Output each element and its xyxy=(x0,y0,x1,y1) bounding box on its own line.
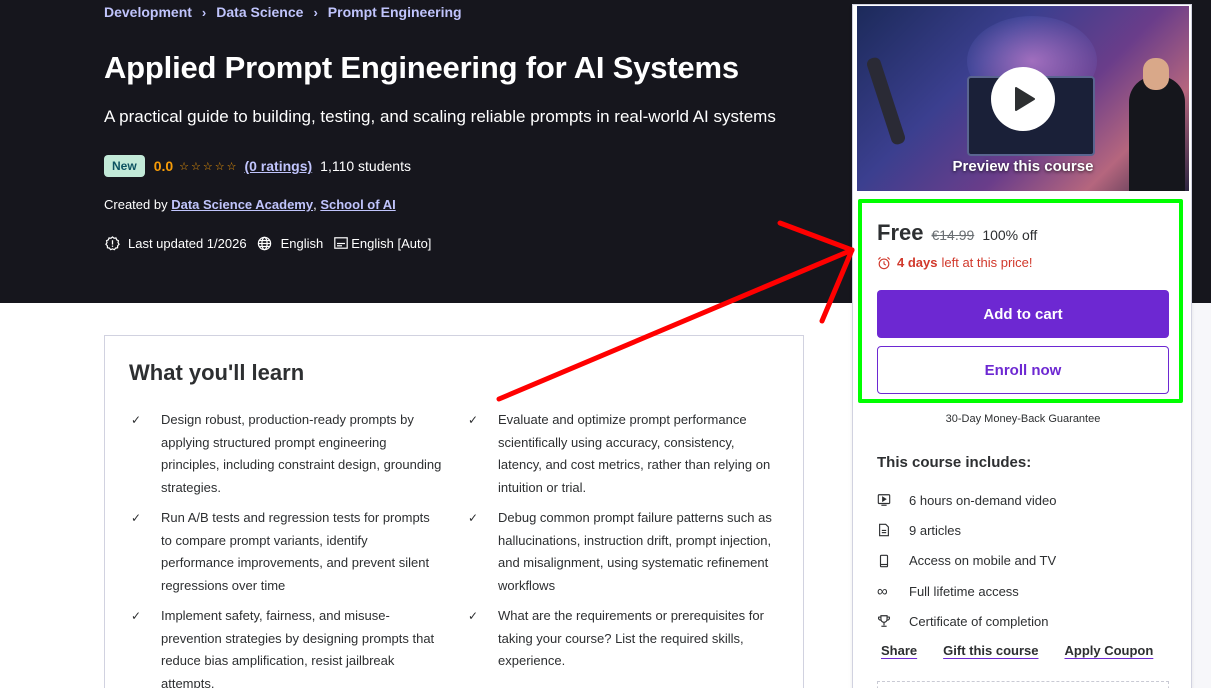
add-to-cart-button[interactable]: Add to cart xyxy=(877,290,1169,338)
learn-item-text: Run A/B tests and regression tests for p… xyxy=(161,510,430,593)
current-price: Free xyxy=(877,220,924,245)
alarm-clock-icon xyxy=(877,256,891,270)
separator: , xyxy=(313,197,317,212)
captions-icon xyxy=(333,235,349,251)
what-youll-learn: What you'll learn ✓ Design robust, produc… xyxy=(104,335,804,688)
checkmark-icon: ✓ xyxy=(131,413,142,427)
course-preview-video[interactable]: Preview this course xyxy=(857,6,1189,191)
learn-item: ✓ What are the requirements or prerequisi… xyxy=(466,605,779,688)
students-count: 1,110 students xyxy=(320,158,411,174)
instructor-link[interactable]: School of AI xyxy=(320,197,396,212)
original-price: €14.99 xyxy=(931,227,975,243)
includes-item-label: Full lifetime access xyxy=(909,583,1019,599)
breadcrumb-development[interactable]: Development xyxy=(104,4,192,20)
course-meta: Last updated 1/2026 English English [Aut… xyxy=(104,235,441,251)
includes-item-label: Certificate of completion xyxy=(909,613,1049,629)
trophy-icon xyxy=(877,614,909,628)
infinity-icon: ∞ xyxy=(877,582,888,600)
includes-item: 6 hours on-demand video xyxy=(877,485,1056,515)
includes-item-label: 6 hours on-demand video xyxy=(909,492,1057,508)
card-links: Share Gift this course Apply Coupon xyxy=(881,643,1179,658)
includes-item: Certificate of completion xyxy=(877,606,1056,636)
price-row: Free €14.99 100% off xyxy=(877,220,1037,246)
includes-item-label: 9 articles xyxy=(909,522,962,538)
ratings-link[interactable]: (0 ratings) xyxy=(244,158,313,174)
article-icon xyxy=(877,523,909,537)
coupon-box xyxy=(877,681,1169,688)
rating-row: New 0.0 ☆☆☆☆☆ (0 ratings) 1,110 students xyxy=(104,155,411,177)
star-rating-icon: ☆☆☆☆☆ xyxy=(179,160,239,173)
gift-course-link[interactable]: Gift this course xyxy=(943,643,1039,658)
created-by: Created by Data Science Academy, School … xyxy=(104,197,396,212)
alert-badge-icon xyxy=(104,235,120,251)
price-timer: 4 days left at this price! xyxy=(877,255,1033,270)
created-by-label: Created by xyxy=(104,197,168,212)
video-icon xyxy=(877,493,909,507)
mobile-icon xyxy=(877,554,909,568)
instructor-link[interactable]: Data Science Academy xyxy=(171,197,314,212)
course-language: English xyxy=(280,235,324,251)
preview-thumbnail-presenter xyxy=(1129,76,1185,191)
learn-item-text: What are the requirements or prerequisit… xyxy=(498,608,764,668)
checkmark-icon: ✓ xyxy=(468,609,479,623)
breadcrumb-data-science[interactable]: Data Science xyxy=(216,4,304,20)
checkmark-icon: ✓ xyxy=(468,511,479,525)
learn-item: ✓ Run A/B tests and regression tests for … xyxy=(129,507,442,597)
money-back-guarantee: 30-Day Money-Back Guarantee xyxy=(945,413,1101,425)
chevron-right-icon: › xyxy=(201,4,207,20)
checkmark-icon: ✓ xyxy=(468,413,479,427)
timer-days: 4 days xyxy=(897,255,938,270)
checkmark-icon: ✓ xyxy=(131,609,142,623)
enroll-now-button[interactable]: Enroll now xyxy=(877,346,1169,394)
includes-list: 6 hours on-demand video 9 articles Acces… xyxy=(877,485,1056,636)
breadcrumb: Development › Data Science › Prompt Engi… xyxy=(104,4,462,20)
learn-item-text: Evaluate and optimize prompt performance… xyxy=(498,412,771,495)
timer-text: left at this price! xyxy=(941,255,1033,270)
chevron-right-icon: › xyxy=(313,4,318,20)
last-updated: Last updated 1/2026 xyxy=(128,235,247,251)
includes-item-label: Access on mobile and TV xyxy=(909,553,1057,569)
course-captions: English [Auto] xyxy=(351,235,432,251)
share-link[interactable]: Share xyxy=(881,643,918,658)
breadcrumb-prompt-engineering[interactable]: Prompt Engineering xyxy=(327,4,462,20)
apply-coupon-link[interactable]: Apply Coupon xyxy=(1064,643,1154,658)
play-icon xyxy=(1015,87,1035,111)
globe-icon xyxy=(257,235,273,251)
play-button[interactable] xyxy=(991,67,1055,131)
learn-item: ✓ Implement safety, fairness, and misuse-… xyxy=(129,605,442,688)
preview-label: Preview this course xyxy=(952,158,1094,175)
learn-title: What you'll learn xyxy=(129,360,305,385)
learn-list: ✓ Design robust, production-ready prompts… xyxy=(129,409,781,688)
preview-thumbnail-robot-arm xyxy=(865,56,907,146)
course-title: Applied Prompt Engineering for AI System… xyxy=(104,50,739,85)
rating-value: 0.0 xyxy=(153,158,174,174)
checkmark-icon: ✓ xyxy=(131,511,142,525)
discount-percent: 100% off xyxy=(982,227,1038,243)
learn-item-text: Debug common prompt failure patterns suc… xyxy=(498,510,772,593)
includes-item: 9 articles xyxy=(877,515,1056,545)
learn-item-text: Implement safety, fairness, and misuse-p… xyxy=(161,608,435,688)
new-badge: New xyxy=(104,155,145,177)
purchase-card: Preview this course Free €14.99 100% off… xyxy=(852,4,1192,688)
learn-item: ✓ Evaluate and optimize prompt performanc… xyxy=(466,409,779,499)
page-gutter xyxy=(1192,303,1211,688)
preview-thumbnail-presenter-head xyxy=(1143,58,1169,90)
includes-item: Access on mobile and TV xyxy=(877,546,1056,576)
course-subtitle: A practical guide to building, testing, … xyxy=(104,107,776,126)
includes-item: ∞ Full lifetime access xyxy=(877,576,1056,606)
learn-item-text: Design robust, production-ready prompts … xyxy=(161,412,442,495)
learn-item: ✓ Debug common prompt failure patterns su… xyxy=(466,507,779,597)
learn-item: ✓ Design robust, production-ready prompts… xyxy=(129,409,442,499)
includes-title: This course includes: xyxy=(877,454,1032,471)
